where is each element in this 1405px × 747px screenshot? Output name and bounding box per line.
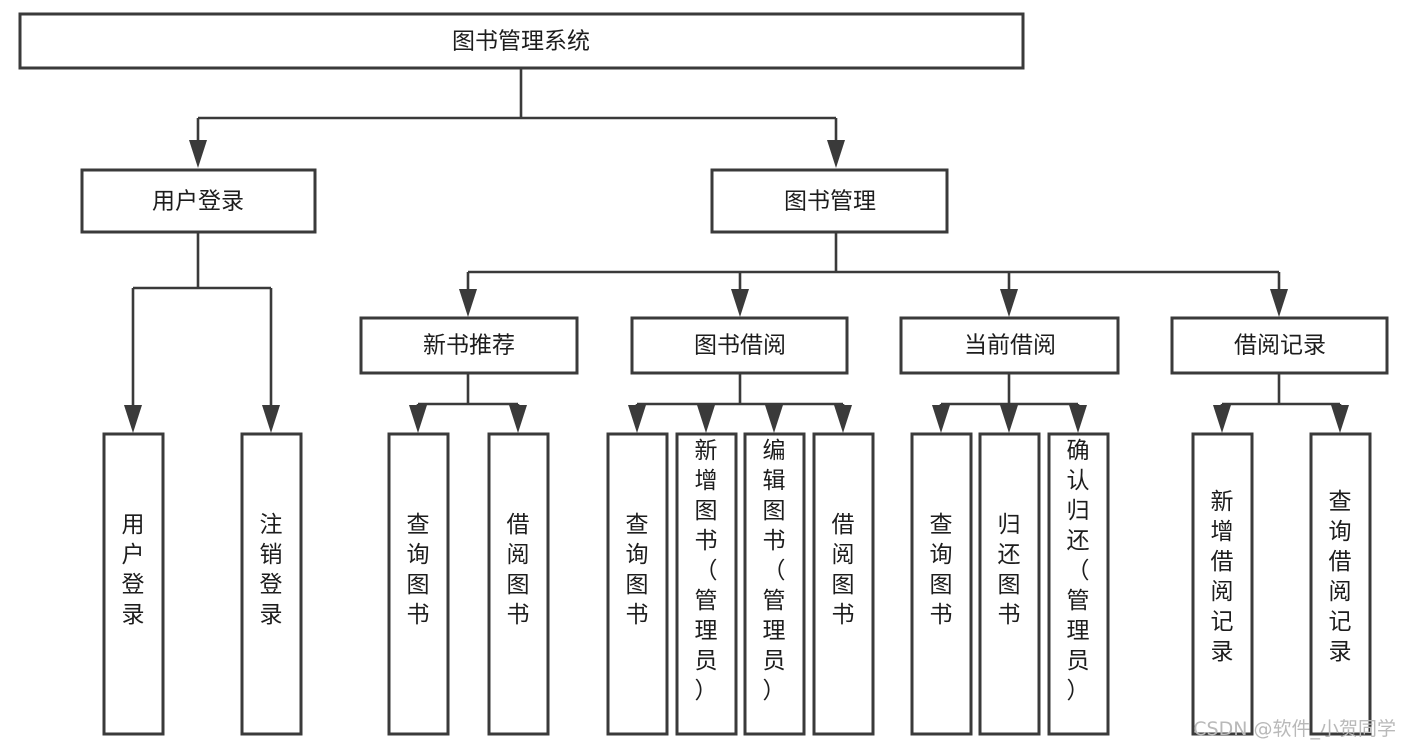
arrow-head-leaf-logout xyxy=(262,405,280,433)
node-book-borrow-box[interactable] xyxy=(630,316,849,375)
leaf-user-login-label: 用户登录 xyxy=(122,512,145,628)
leaf-query-book-borrow-label: 查询图书 xyxy=(626,512,649,628)
arrow-head-leaf-query-book-bb xyxy=(628,405,646,433)
leaf-query-book-current-box[interactable] xyxy=(910,432,973,736)
leaf-query-borrow-record-box[interactable] xyxy=(1309,432,1372,736)
node-user-login-box[interactable] xyxy=(80,168,317,234)
leaf-logout-label: 注销登录 xyxy=(260,512,283,628)
node-borrow-record-box[interactable] xyxy=(1170,316,1389,375)
node-borrow-record[interactable]: 借阅记录 xyxy=(1170,316,1389,375)
leaf-return-book-current-label: 归还图书 xyxy=(998,512,1021,628)
node-book-management-label: 图书管理 xyxy=(784,189,876,215)
leaf-borrow-book-borrow-box[interactable] xyxy=(812,432,875,736)
leaf-confirm-return-admin-label: 确认归还（管理员） xyxy=(1067,438,1090,704)
leaf-logout[interactable]: 注销登录 xyxy=(240,432,303,736)
arrow-head-book-borrow xyxy=(731,289,749,317)
arrow-head-leaf-edit-book-bb xyxy=(765,405,783,433)
node-user-login-label: 用户登录 xyxy=(152,189,244,215)
leaf-edit-book-admin-label: 编辑图书（管理员） xyxy=(763,438,786,704)
leaf-confirm-return-admin[interactable]: 确认归还（管理员） xyxy=(1047,432,1110,736)
leaf-query-book-recommend[interactable]: 查询图书 xyxy=(387,432,450,736)
leaf-logout-box[interactable] xyxy=(240,432,303,736)
arrow-head-book-management xyxy=(827,140,845,168)
arrow-head-leaf-return-book-cb xyxy=(1000,405,1018,433)
connectors-borrow-record-to-leaves xyxy=(1213,374,1349,433)
arrow-head-leaf-query-record-br xyxy=(1331,405,1349,433)
leaf-query-book-current[interactable]: 查询图书 xyxy=(910,432,973,736)
leaf-confirm-return-admin-box[interactable] xyxy=(1047,432,1110,736)
leaf-query-book-borrow[interactable]: 查询图书 xyxy=(606,432,669,736)
node-book-management-box[interactable] xyxy=(710,168,949,234)
connectors-root-to-level2 xyxy=(189,68,845,168)
leaf-return-book-current-box[interactable] xyxy=(978,432,1041,736)
arrow-head-new-book-recommend xyxy=(459,289,477,317)
leaf-borrow-book-recommend-box[interactable] xyxy=(487,432,550,736)
node-root-box[interactable] xyxy=(18,12,1025,70)
leaf-edit-book-admin-box[interactable] xyxy=(743,432,806,736)
leaf-edit-book-admin[interactable]: 编辑图书（管理员） xyxy=(743,432,806,736)
node-new-book-recommend[interactable]: 新书推荐 xyxy=(359,316,579,375)
leaf-query-borrow-record-label: 查询借阅记录 xyxy=(1329,489,1352,665)
arrow-head-leaf-query-book-cb xyxy=(932,405,950,433)
node-new-book-recommend-box[interactable] xyxy=(359,316,579,375)
leaf-return-book-current[interactable]: 归还图书 xyxy=(978,432,1041,736)
leaf-add-book-admin-label: 新增图书（管理员） xyxy=(695,438,718,704)
node-current-borrow-label: 当前借阅 xyxy=(964,333,1056,359)
leaf-borrow-book-borrow[interactable]: 借阅图书 xyxy=(812,432,875,736)
leaf-user-login-box[interactable] xyxy=(102,432,165,736)
arrow-head-leaf-user-login xyxy=(124,405,142,433)
node-current-borrow[interactable]: 当前借阅 xyxy=(899,316,1120,375)
leaf-add-borrow-record-box[interactable] xyxy=(1191,432,1254,736)
leaf-query-book-recommend-box[interactable] xyxy=(387,432,450,736)
arrow-head-borrow-record xyxy=(1270,289,1288,317)
leaf-borrow-book-borrow-label: 借阅图书 xyxy=(832,512,855,628)
node-book-borrow-label: 图书借阅 xyxy=(694,333,786,359)
node-book-management[interactable]: 图书管理 xyxy=(710,168,949,234)
connectors-book-borrow-to-leaves xyxy=(628,374,852,433)
connectors-current-borrow-to-leaves xyxy=(932,374,1087,433)
arrow-head-leaf-borrow-book-bb xyxy=(834,405,852,433)
arrow-head-leaf-confirm-return-cb xyxy=(1069,405,1087,433)
arrow-head-leaf-add-record-br xyxy=(1213,405,1231,433)
node-user-login[interactable]: 用户登录 xyxy=(80,168,317,234)
leaf-borrow-book-recommend-label: 借阅图书 xyxy=(507,512,530,628)
node-book-borrow[interactable]: 图书借阅 xyxy=(630,316,849,375)
node-new-book-recommend-label: 新书推荐 xyxy=(423,333,515,359)
connectors-new-book-recommend-to-leaves xyxy=(409,374,527,433)
leaf-borrow-book-recommend[interactable]: 借阅图书 xyxy=(487,432,550,736)
leaf-add-borrow-record-label: 新增借阅记录 xyxy=(1211,489,1234,665)
leaf-add-book-admin-box[interactable] xyxy=(675,432,738,736)
node-root-label: 图书管理系统 xyxy=(452,29,590,55)
arrow-head-user-login xyxy=(189,140,207,168)
leaf-query-book-recommend-label: 查询图书 xyxy=(407,512,430,628)
leaf-query-borrow-record[interactable]: 查询借阅记录 xyxy=(1309,432,1372,736)
leaf-query-book-current-label: 查询图书 xyxy=(930,512,953,628)
leaf-add-book-admin[interactable]: 新增图书（管理员） xyxy=(675,432,738,736)
leaf-user-login[interactable]: 用户登录 xyxy=(102,432,165,736)
leaf-query-book-borrow-box[interactable] xyxy=(606,432,669,736)
leaf-add-borrow-record[interactable]: 新增借阅记录 xyxy=(1191,432,1254,736)
arrow-head-leaf-add-book-bb xyxy=(697,405,715,433)
node-borrow-record-label: 借阅记录 xyxy=(1234,333,1326,359)
arrow-head-current-borrow xyxy=(1000,289,1018,317)
watermark-text: CSDN @软件_小贺同学 xyxy=(1193,718,1396,740)
node-root-book-management-system[interactable]: 图书管理系统 xyxy=(18,12,1025,70)
connectors-book-management-to-level3 xyxy=(459,232,1288,317)
node-current-borrow-box[interactable] xyxy=(899,316,1120,375)
arrow-head-leaf-borrow-book-nbr xyxy=(509,405,527,433)
connectors-user-login-to-leaves xyxy=(124,232,280,433)
arrow-head-leaf-query-book-nbr xyxy=(409,405,427,433)
